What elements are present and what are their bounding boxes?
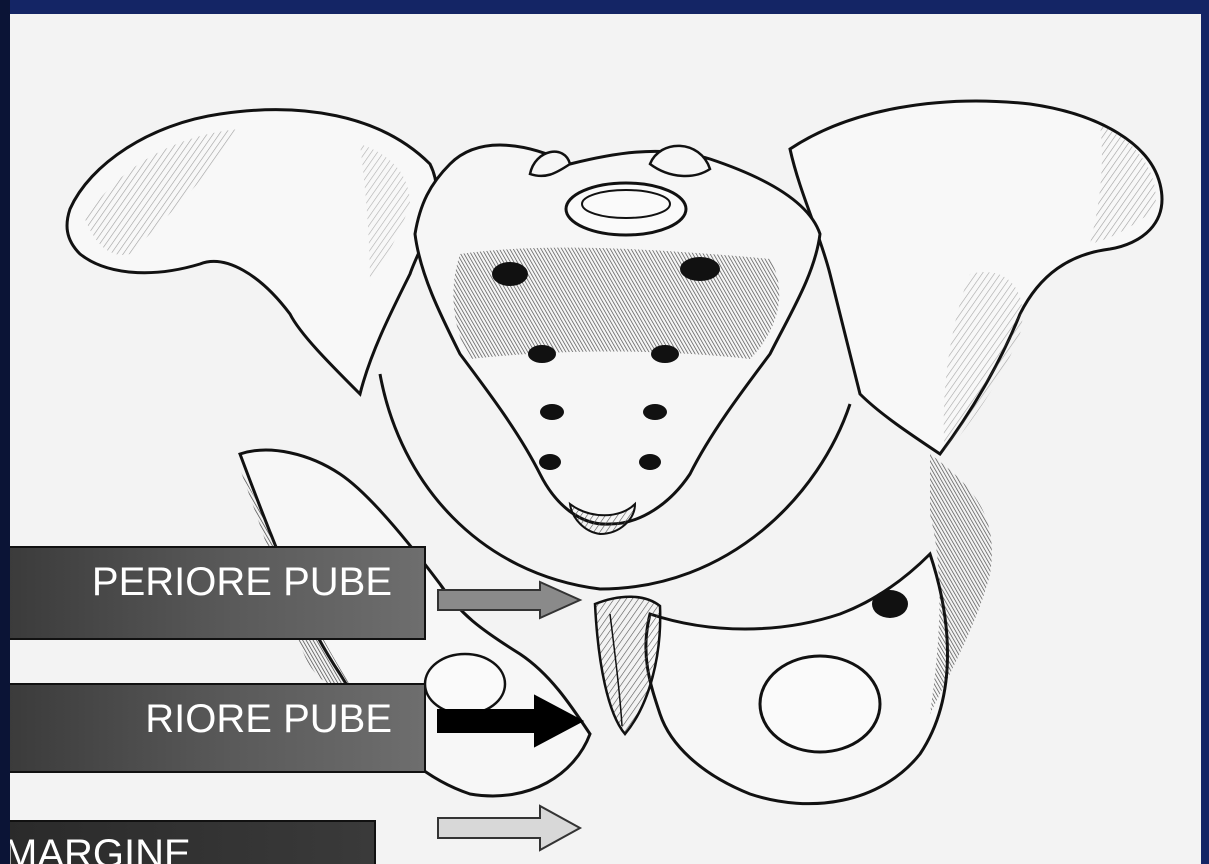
slide-frame-top <box>0 0 1209 14</box>
label-superior-pubis-text: PERIORE PUBE <box>92 562 392 602</box>
slide-frame-right <box>1201 0 1209 864</box>
label-superior-pubis: PERIORE PUBE <box>10 546 426 640</box>
pelvis-illustration-canvas: PERIORE PUBE RIORE PUBE MARGINE <box>10 14 1201 864</box>
label-inferior-pubis: RIORE PUBE <box>10 683 426 773</box>
right-arrow-icon <box>438 582 580 618</box>
right-arrow-icon <box>438 696 582 746</box>
label-margin-text: MARGINE <box>10 834 191 864</box>
slide-frame-left <box>0 0 10 864</box>
label-inferior-pubis-text: RIORE PUBE <box>145 699 392 739</box>
right-arrow-icon <box>438 806 580 850</box>
label-margin: MARGINE <box>10 820 376 864</box>
